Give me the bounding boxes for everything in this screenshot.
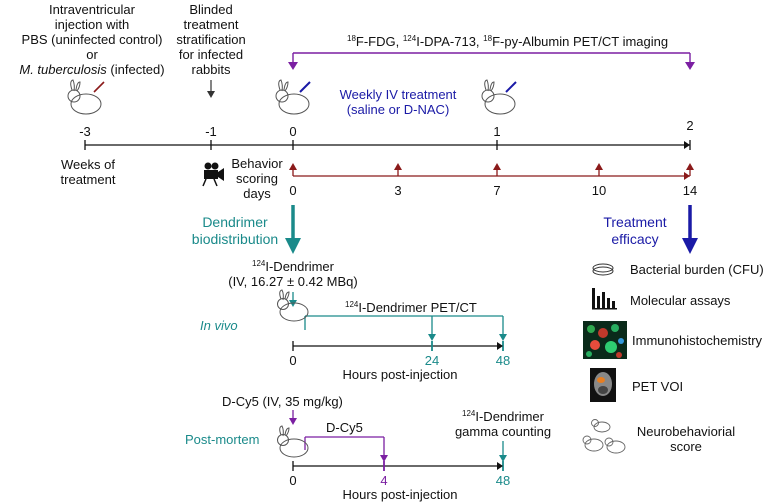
day-tick: 0	[289, 183, 297, 198]
week-tick: 0	[289, 124, 297, 139]
week-tick: 2	[686, 118, 694, 133]
pet-bracket	[304, 315, 507, 341]
immunohistochemistry-image-icon	[583, 321, 627, 359]
gamma-counting-label: 124I-Dendrimer gamma counting	[454, 409, 552, 439]
imaging-bracket	[288, 52, 695, 70]
rabbit-icon	[67, 79, 105, 115]
cy5-label: D-Cy5	[326, 420, 363, 435]
efficacy-arrow	[682, 205, 698, 254]
day-tick: 7	[493, 183, 501, 198]
outcome-pet-voi: PET VOI	[632, 379, 684, 394]
gamma-arrow	[499, 441, 507, 462]
weekly-treatment-label: Weekly IV treatment (saline or D-NAC)	[339, 87, 457, 117]
outcome-immunohistochemistry: Immunohistochemistry	[632, 333, 763, 348]
dendrimer-biodistribution-label: Dendrimer biodistribution	[191, 214, 279, 247]
weeks-timeline	[84, 140, 691, 150]
cy5-arrow	[289, 410, 297, 425]
week-tick: 1	[493, 124, 501, 139]
petri-dish-icon	[592, 263, 614, 276]
hour-tick: 48	[495, 353, 511, 368]
treatment-efficacy-label: Treatment efficacy	[603, 214, 667, 247]
outcome-molecular-assays: Molecular assays	[630, 293, 731, 308]
invivo-injection-arrow	[289, 292, 297, 307]
bar-chart-icon	[592, 288, 617, 310]
invivo-axis	[292, 341, 504, 351]
cy5-bracket	[304, 436, 388, 462]
week-tick: -1	[205, 124, 217, 139]
invivo-axis-label: Hours post-injection	[342, 367, 458, 382]
pet-ct-label: 124I-Dendrimer PET/CT	[345, 300, 477, 315]
rabbit-syringe-icon	[481, 79, 517, 115]
postmortem-axis-label: Hours post-injection	[342, 487, 458, 502]
hour-tick: 4	[380, 473, 388, 488]
dendrimer-arrow	[285, 205, 301, 254]
hour-tick: 48	[495, 473, 511, 488]
day-tick: 3	[394, 183, 402, 198]
week-tick: -3	[79, 124, 91, 139]
video-camera-icon	[202, 162, 224, 187]
pet-scan-icon	[590, 368, 616, 402]
invivo-dose-label: 124I-Dendrimer (IV, 16.27 ± 0.42 MBq)	[228, 259, 358, 289]
intraventricular-label: Intraventricular injection with PBS (uni…	[19, 2, 165, 77]
invivo-label: In vivo	[200, 318, 238, 333]
behavior-timeline	[289, 163, 694, 180]
outcome-neurobehavioral-score: Neurobehaviorial score	[636, 424, 736, 454]
hour-tick: 0	[289, 353, 297, 368]
rabbit-syringe-icon	[275, 79, 311, 115]
cy5-dose-label: D-Cy5 (IV, 35 mg/kg)	[222, 394, 343, 409]
weeks-of-treatment-label: Weeks of treatment	[60, 157, 116, 187]
rabbit-syringe-icon	[277, 289, 309, 322]
hour-tick: 24	[424, 353, 440, 368]
imaging-label: 18F-FDG, 124I-DPA-713, 18F-py-Albumin PE…	[347, 34, 669, 49]
behavior-scoring-label: Behavior scoring days	[231, 156, 283, 201]
rabbits-group-icon	[582, 419, 626, 454]
day-tick: 10	[591, 183, 607, 198]
blinded-arrow	[207, 80, 215, 98]
day-tick: 14	[682, 183, 698, 198]
postmortem-axis	[292, 461, 504, 471]
postmortem-label: Post-mortem	[185, 432, 260, 447]
hour-tick: 0	[289, 473, 297, 488]
rabbit-syringe-icon	[277, 425, 309, 458]
outcome-bacterial-burden: Bacterial burden (CFU)	[630, 262, 764, 277]
blinded-label: Blinded treatment stratification for inf…	[176, 2, 246, 77]
